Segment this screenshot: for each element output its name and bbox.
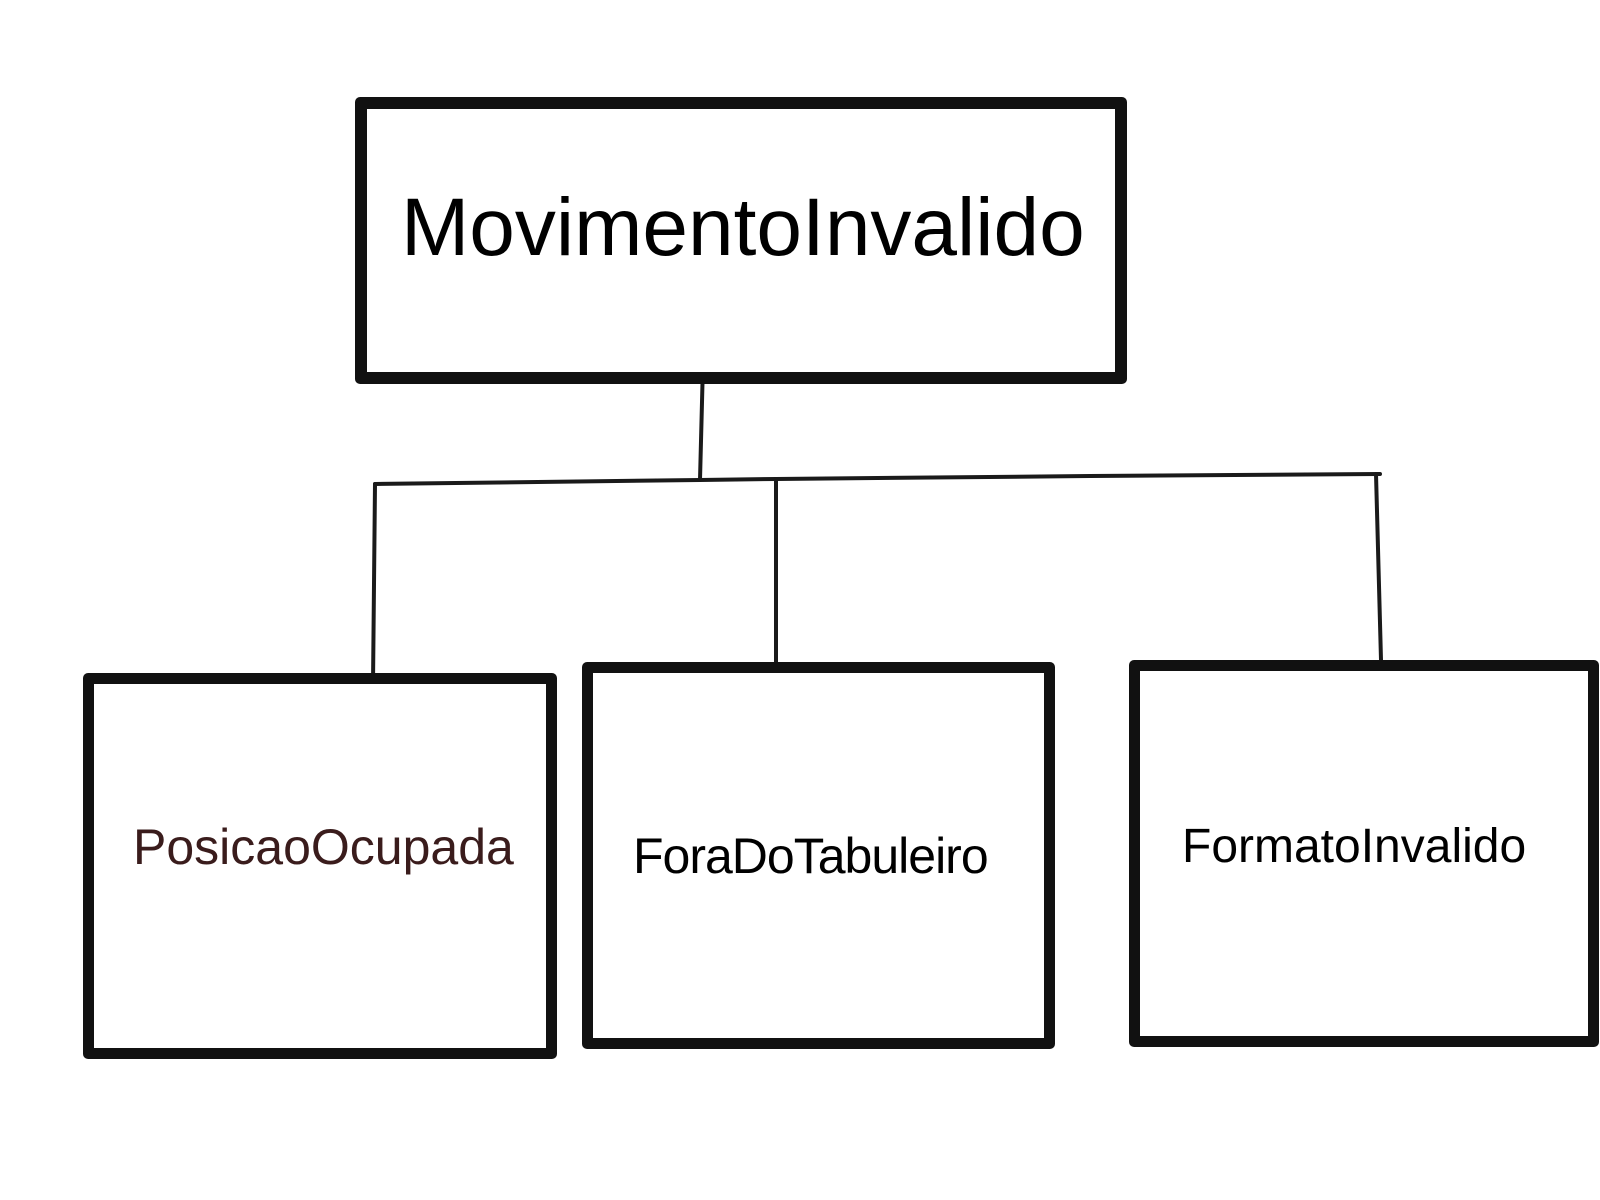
node-posicao-ocupada: PosicaoOcupada <box>83 673 557 1059</box>
node-label-movimento-invalido: MovimentoInvalido <box>401 182 1085 273</box>
node-fora-do-tabuleiro: ForaDoTabuleiro <box>582 662 1055 1049</box>
node-formato-invalido: FormatoInvalido <box>1129 660 1599 1047</box>
node-label-formato-invalido: FormatoInvalido <box>1182 820 1527 873</box>
connector-to-posicao-ocupada <box>371 482 377 686</box>
node-label-posicao-ocupada: PosicaoOcupada <box>133 819 514 875</box>
node-label-fora-do-tabuleiro: ForaDoTabuleiro <box>633 828 989 884</box>
node-movimento-invalido: MovimentoInvalido <box>355 97 1127 384</box>
connector-horizontal-bar <box>373 472 1382 486</box>
connector-to-formato-invalido <box>1374 472 1383 662</box>
